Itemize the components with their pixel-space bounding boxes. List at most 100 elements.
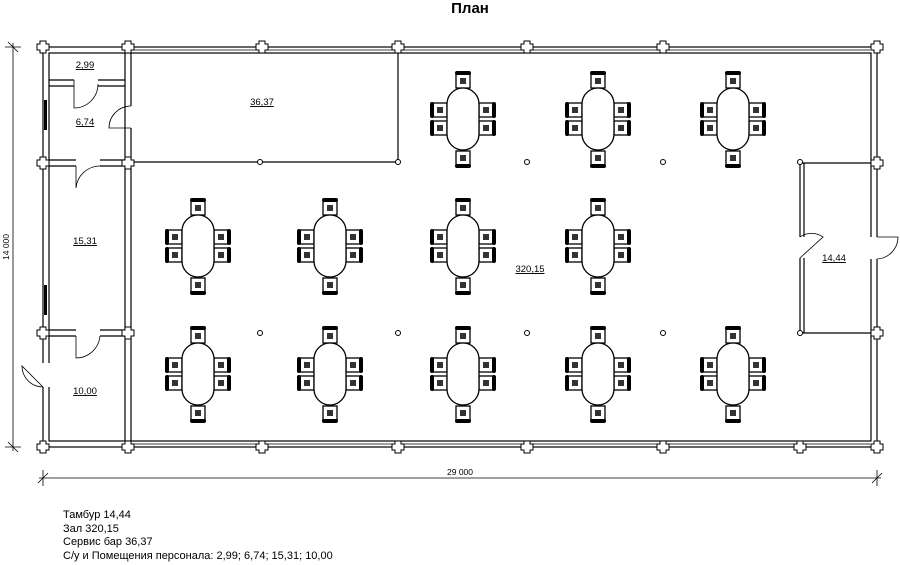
dimension-height: 14 000 [1,234,11,260]
chair [725,71,741,89]
dining-table-set [430,198,496,295]
pilaster [870,156,884,170]
vestibule-walls [799,162,877,334]
wall-staff [49,159,125,167]
chair-back [297,375,301,391]
chair-back [725,419,741,423]
chair-back [322,198,338,202]
chair-cushion [304,362,310,368]
column [395,159,401,165]
pilaster [121,40,135,54]
chair-back [227,247,231,263]
chair [190,405,206,423]
dining-table-set [700,326,766,423]
chair [297,229,315,245]
chair [613,120,631,136]
door-gap [42,363,50,387]
chair-back [492,102,496,118]
chair-cushion [595,333,601,339]
chair-cushion [707,125,713,131]
chair-cushion [460,205,466,211]
door-vestibule-outer[interactable] [876,236,899,260]
chair-back [359,229,363,245]
chair [565,102,583,118]
chair-back [590,291,606,295]
chair-back [627,375,631,391]
pilaster [870,40,884,54]
chair-cushion [218,234,224,240]
door-wc[interactable] [73,80,99,109]
chair-cushion [595,155,601,161]
chair-cushion [483,234,489,240]
chair [565,375,583,391]
chair [190,326,206,344]
pilaster [656,40,670,54]
chair [165,247,183,263]
chair-cushion [618,252,624,258]
table [181,214,215,278]
chair-back [492,357,496,373]
chair [165,357,183,373]
chair [478,229,496,245]
dining-table-set [297,198,363,295]
chair-cushion [618,107,624,113]
legend-item: Сервис бар 36,37 [63,536,153,549]
chair-cushion [483,380,489,386]
chair-back [455,326,471,330]
chair-back [700,357,704,373]
table [446,87,480,151]
chair-back [359,357,363,373]
room-label-staff-entry: 10,00 [73,386,97,397]
chair-back [492,375,496,391]
chair [700,357,718,373]
chair-back [297,229,301,245]
chair-cushion [350,252,356,258]
chair-cushion [195,333,201,339]
door-staff-large[interactable] [75,165,101,189]
pilaster [793,440,807,454]
chair-back [565,120,569,136]
door-staff-entry[interactable] [21,365,44,388]
chair [725,326,741,344]
pilaster [656,440,670,454]
chair-cushion [460,333,466,339]
chair-cushion [572,252,578,258]
chair-cushion [460,78,466,84]
chair [565,247,583,263]
wall-wc [49,79,125,87]
pilaster [121,440,135,454]
door-staff-entry-inner[interactable] [75,335,101,359]
chair [297,247,315,263]
chair-back [762,375,766,391]
chair [748,375,766,391]
chair [190,198,206,216]
chair-cushion [595,205,601,211]
chair-cushion [195,410,201,416]
chair [190,277,206,295]
door-staff-bar[interactable] [108,105,132,129]
door-vestibule-inner[interactable] [799,233,824,259]
chair [700,120,718,136]
chair [748,102,766,118]
chair-back [700,120,704,136]
chair-back [725,71,741,75]
pilaster [36,326,50,340]
chair [478,357,496,373]
tables [165,71,766,423]
chair-cushion [460,410,466,416]
chair-cushion [753,362,759,368]
chair-back [565,357,569,373]
chair [430,229,448,245]
chair [590,277,606,295]
chair [565,229,583,245]
chair-back [455,198,471,202]
chair-cushion [730,410,736,416]
pilaster [255,40,269,54]
pilaster [391,440,405,454]
column [797,330,803,336]
chair-cushion [707,380,713,386]
dining-table-set [565,326,631,423]
chair-cushion [195,282,201,288]
chair-cushion [707,362,713,368]
chair [430,247,448,263]
